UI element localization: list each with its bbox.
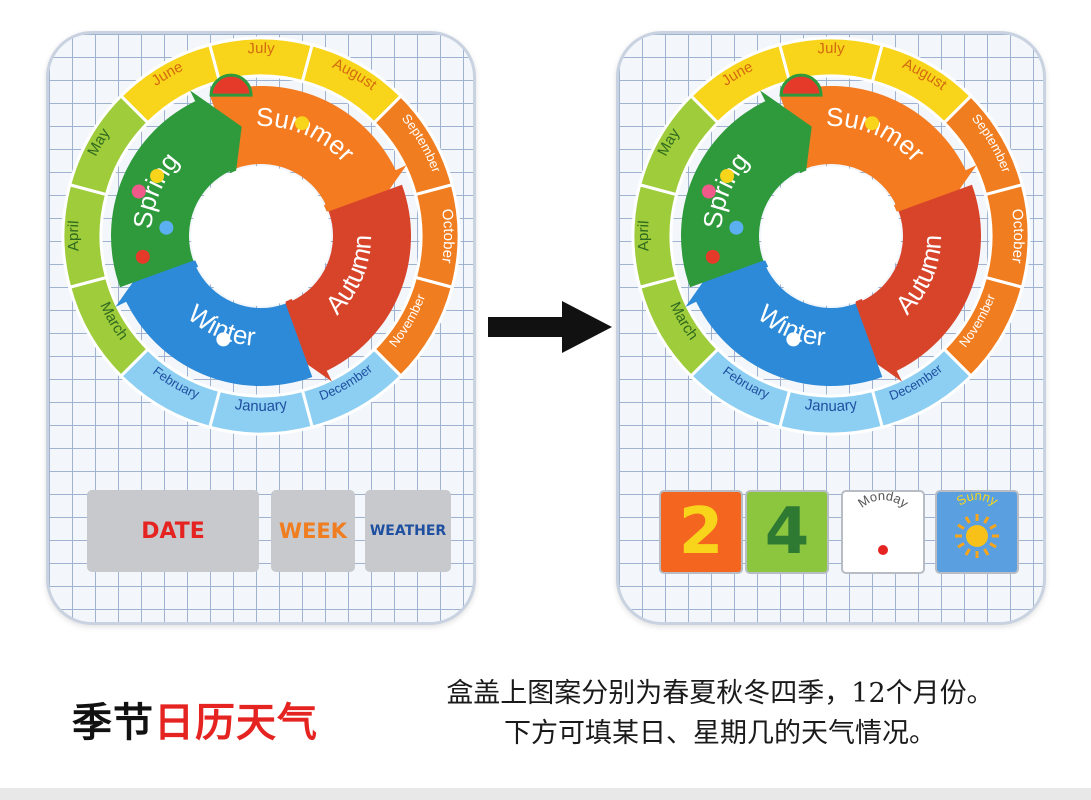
month-label: April — [635, 220, 653, 252]
weekday-dial: Monday — [855, 492, 912, 555]
season-arrow-head — [759, 90, 812, 183]
wheel-center — [761, 166, 901, 306]
date-label: DATE — [141, 518, 205, 544]
decoration-icon — [131, 184, 146, 199]
decoration-icon — [705, 249, 720, 264]
watermelon-icon — [779, 73, 823, 97]
week-label: WEEK — [278, 519, 348, 543]
season-arrow-head — [280, 289, 333, 382]
weather-slot: WEATHER — [365, 490, 451, 572]
date-slot: DATE — [87, 490, 259, 572]
weekday-tile[interactable]: Monday — [841, 490, 925, 574]
season-arrow-head — [850, 289, 903, 382]
date-digit-tile-2[interactable]: 4 — [745, 490, 829, 574]
decoration-icon — [159, 220, 174, 235]
season-arrow — [681, 98, 802, 288]
season-wheel: JuneJulyAugustSeptemberOctoberNovemberDe… — [631, 36, 1031, 436]
season-arrow — [209, 85, 399, 207]
week-slot: WEEK — [271, 490, 355, 572]
weather-value: Sunny — [954, 492, 1001, 509]
month-segment — [67, 93, 150, 197]
month-label: October — [1008, 208, 1027, 264]
season-arrow — [123, 265, 313, 386]
weekday-pointer-dot — [878, 545, 888, 555]
caption-description: 盒盖上图案分别为春夏秋冬四季，12个月份。 下方可填某日、星期几的天气情况。 — [400, 674, 1040, 754]
decoration-icon — [295, 116, 310, 131]
caption-title-part1: 季节 — [72, 700, 154, 746]
caption-title-part2: 日历天气 — [154, 700, 318, 746]
season-arrow — [290, 184, 411, 374]
month-segment — [637, 93, 720, 197]
month-label: July — [247, 40, 276, 57]
month-label: October — [438, 208, 457, 264]
caption-line-2: 下方可填某日、星期几的天气情况。 — [504, 718, 936, 749]
arrow-right-icon — [488, 301, 612, 353]
decoration-icon — [720, 169, 735, 183]
season-arrow-head — [115, 255, 208, 308]
decoration-icon — [150, 169, 165, 183]
month-label: April — [65, 220, 83, 252]
decoration-icon — [135, 249, 150, 264]
wheel-center — [191, 166, 331, 306]
watermelon-icon — [209, 73, 253, 97]
caption-line-1: 盒盖上图案分别为春夏秋冬四季，12个月份。 — [446, 678, 994, 709]
weekday-label: Monday — [855, 492, 912, 511]
decoration-icon — [216, 332, 231, 347]
season-arrow-head — [314, 164, 407, 217]
month-label: January — [804, 396, 859, 415]
season-arrow-head — [685, 255, 778, 308]
caption-title: 季节日历天气 — [72, 690, 318, 748]
bottom-divider — [0, 788, 1091, 800]
decoration-icon — [701, 184, 716, 199]
decoration-icon — [729, 220, 744, 235]
digit-1: 2 — [678, 495, 724, 569]
season-arrow — [860, 184, 981, 374]
month-label: January — [234, 396, 289, 415]
sun-icon: Sunny — [954, 492, 1001, 558]
date-digit-tile-1[interactable]: 2 — [659, 490, 743, 574]
svg-text:Monday: Monday — [855, 492, 912, 511]
decoration-icon — [865, 116, 880, 131]
svg-text:Sunny: Sunny — [954, 492, 1001, 509]
weather-label: WEATHER — [369, 523, 447, 539]
season-arrow — [779, 85, 969, 207]
month-label: July — [817, 40, 846, 57]
season-wheel: JuneJulyAugustSeptemberOctoberNovemberDe… — [61, 36, 461, 436]
season-arrow-head — [189, 90, 242, 183]
season-arrow — [110, 98, 232, 288]
season-arrow-head — [884, 164, 977, 217]
digit-2: 4 — [764, 495, 810, 569]
weather-tile[interactable]: Sunny — [935, 490, 1019, 574]
decoration-icon — [786, 332, 801, 347]
season-arrow — [693, 265, 883, 386]
